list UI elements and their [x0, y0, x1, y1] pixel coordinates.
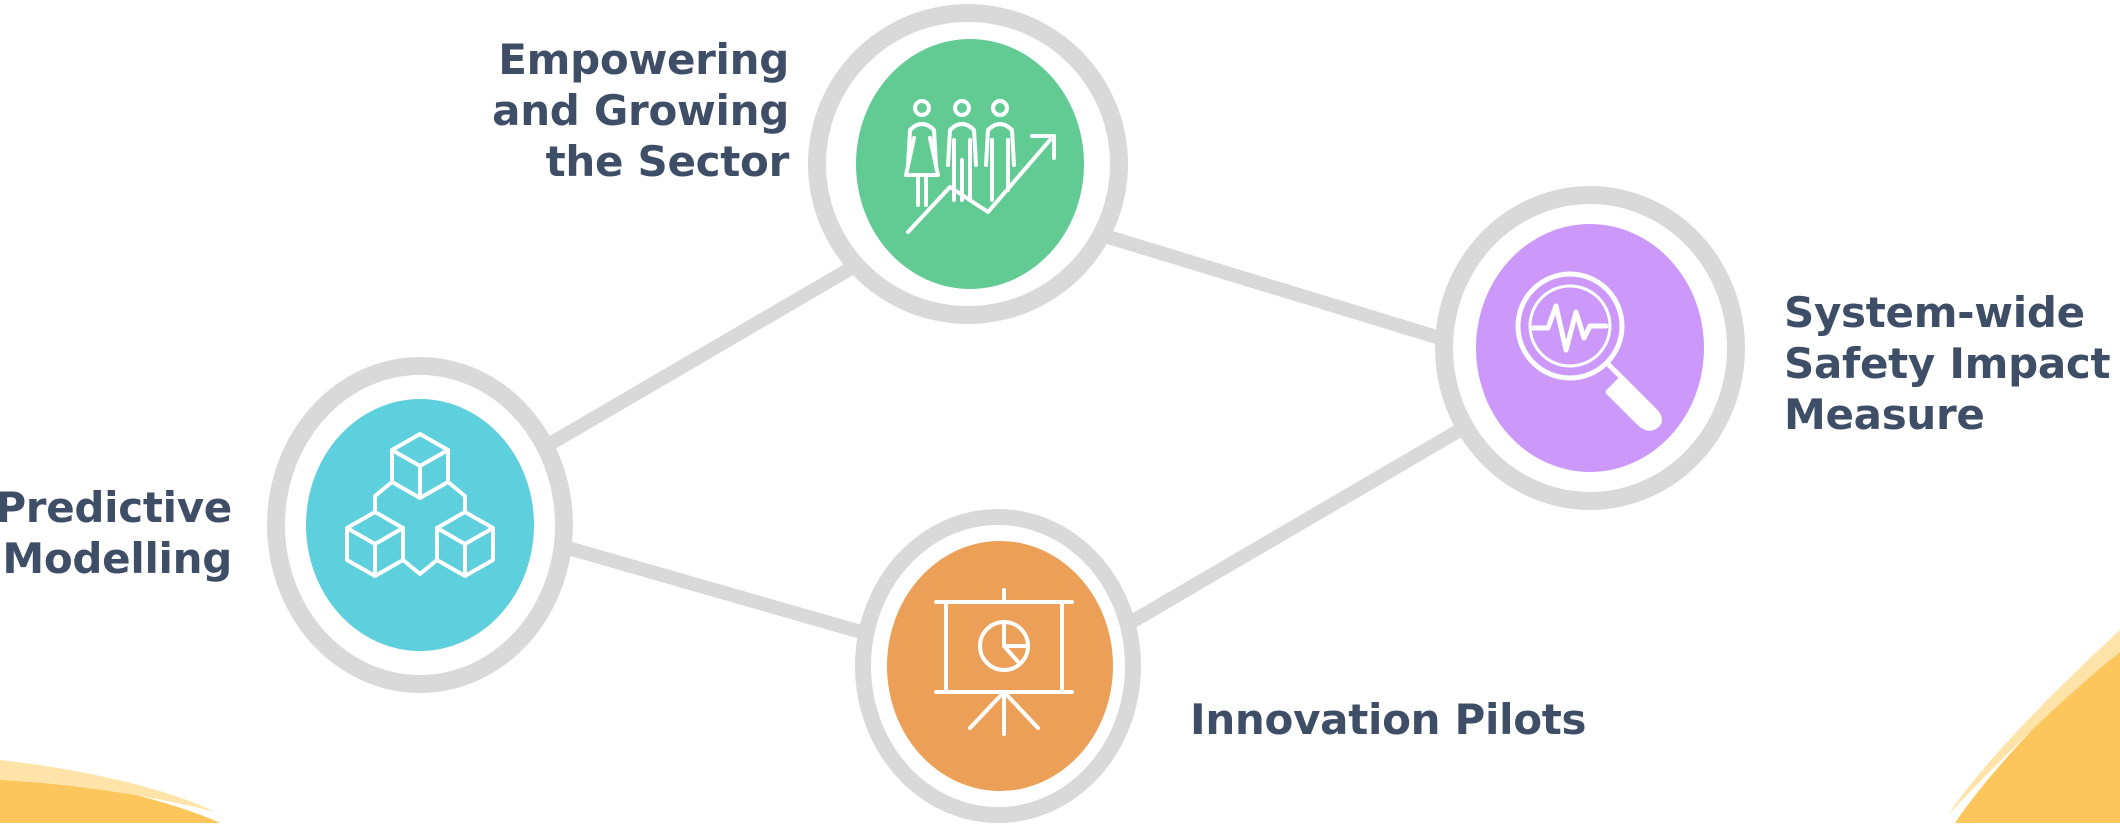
node-predictive [267, 357, 573, 693]
node-circle [887, 541, 1113, 791]
magnifier-pulse-icon [1515, 271, 1662, 431]
connector-predictive-empowering [541, 256, 867, 452]
connectors [541, 229, 1467, 641]
bottom-left-wave-highlight [0, 760, 215, 812]
node-label-predictive: Predictive Modelling [0, 483, 232, 583]
node-label-innovation: Innovation Pilots [1190, 695, 1587, 744]
presentation-chart-icon [934, 588, 1074, 736]
connector-predictive-innovation [561, 541, 875, 641]
node-label-safety: System-wide Safety Impact Measure [1784, 288, 2111, 439]
people-growth-icon [904, 99, 1056, 234]
node-circle [306, 399, 534, 651]
bottom-right-wave-highlight [1948, 630, 2120, 815]
node-safety [1435, 186, 1745, 510]
node-circle [1476, 224, 1704, 472]
node-innovation [855, 509, 1141, 823]
node-empowering [808, 4, 1128, 324]
cubes-icon [345, 432, 495, 578]
connector-empowering-safety [1098, 229, 1447, 345]
node-label-empowering: Empowering and Growing the Sector [492, 35, 789, 186]
connector-innovation-safety [1121, 423, 1467, 631]
